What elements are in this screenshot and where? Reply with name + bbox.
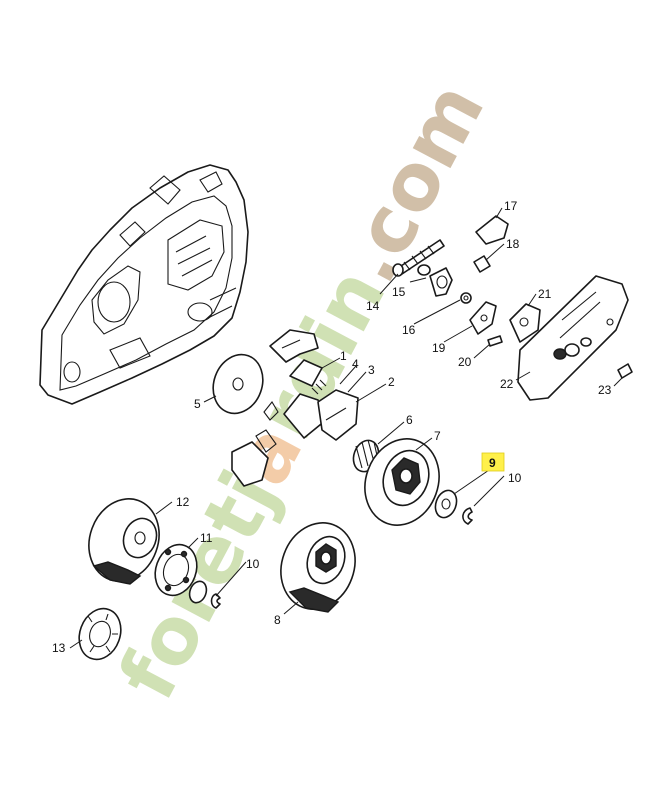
callout-7[interactable]: 7 (434, 429, 441, 443)
clutch-drum-12 (88, 498, 160, 585)
callout-17[interactable]: 17 (504, 199, 518, 213)
watermark: foretjardin.com (102, 69, 502, 714)
crankcase-housing (39, 164, 249, 405)
callout-1[interactable]: 1 (340, 349, 347, 363)
callout-22[interactable]: 22 (500, 377, 514, 391)
callout-14[interactable]: 14 (366, 299, 380, 313)
washer-clip-lower (188, 580, 221, 609)
part-15-pump (429, 267, 453, 297)
side-plate (517, 275, 633, 401)
part-23-screw (617, 363, 633, 379)
callout-labels: 1 2 3 4 5 6 7 8 9 10 10 11 12 13 14 15 1… (52, 199, 612, 655)
callout-4[interactable]: 4 (352, 357, 359, 371)
washer-9 (434, 489, 458, 519)
bearing-ring-11 (154, 543, 198, 597)
clutch-plate (212, 353, 264, 415)
clutch-drum-8 (280, 522, 356, 613)
callout-19[interactable]: 19 (432, 341, 446, 355)
callout-15[interactable]: 15 (392, 285, 406, 299)
callout-10[interactable]: 10 (508, 471, 522, 485)
callout-18[interactable]: 18 (506, 237, 520, 251)
callout-2[interactable]: 2 (388, 375, 395, 389)
e-clip-10 (462, 507, 473, 525)
callout-20[interactable]: 20 (458, 355, 472, 369)
callout-13[interactable]: 13 (52, 641, 66, 655)
callout-10-lower[interactable]: 10 (246, 557, 260, 571)
callout-21[interactable]: 21 (538, 287, 552, 301)
part-17-clip (475, 215, 509, 245)
callout-9[interactable]: 9 (489, 456, 496, 470)
leader-lines (69, 207, 623, 649)
part-19-plate (469, 301, 497, 335)
callout-16[interactable]: 16 (402, 323, 416, 337)
part-21-tensioner (509, 303, 541, 343)
callout-12[interactable]: 12 (176, 495, 190, 509)
part-16-washer (460, 292, 472, 304)
clutch-shoes (231, 329, 359, 487)
callout-3[interactable]: 3 (368, 363, 375, 377)
rim-sprocket-13 (78, 607, 122, 661)
clutch-drum-7 (364, 438, 440, 526)
callout-8[interactable]: 8 (274, 613, 281, 627)
highlight-box-9 (481, 452, 505, 472)
svg-text:foretjardin.com: foretjardin.com (102, 69, 502, 714)
callout-11[interactable]: 11 (200, 531, 213, 545)
callout-23[interactable]: 23 (598, 383, 612, 397)
callout-5[interactable]: 5 (194, 397, 201, 411)
part-15-o-ring (417, 264, 431, 276)
callout-6[interactable]: 6 (406, 413, 413, 427)
